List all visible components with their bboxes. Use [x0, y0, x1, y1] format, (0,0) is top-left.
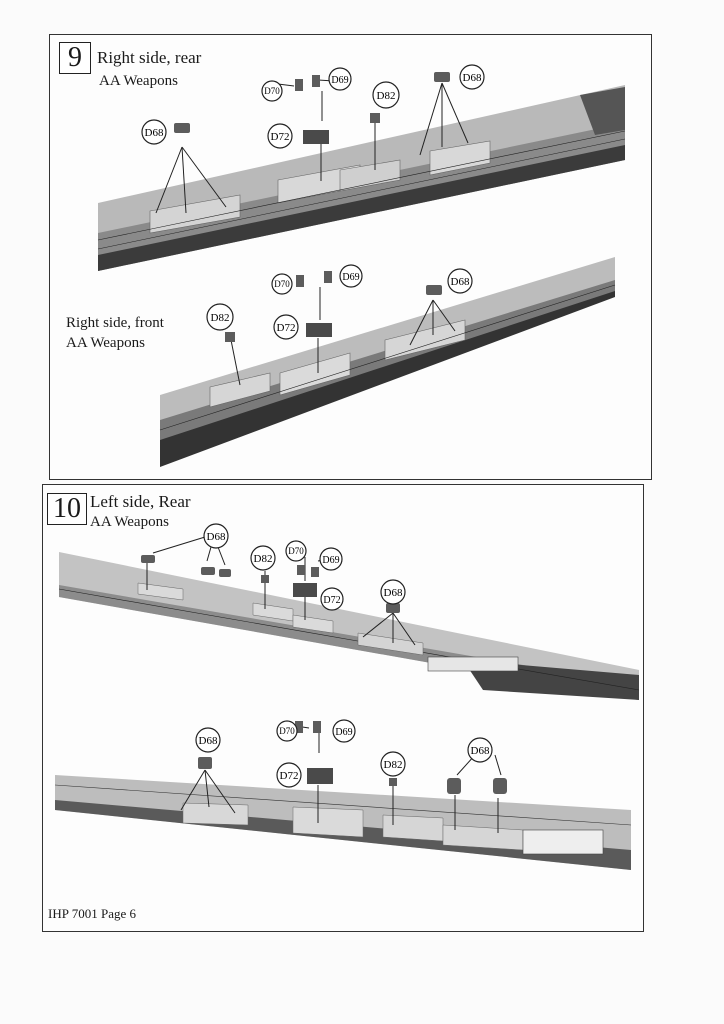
leader-lines-upper [155, 79, 469, 214]
hull-left-rear-lower [54, 775, 632, 870]
callout-d70-b: D70 [271, 273, 293, 295]
callout-d69-b: D69 [339, 264, 363, 288]
callout-d82-a: D82 [372, 81, 400, 109]
svg-text:D72: D72 [271, 131, 290, 143]
callout-d82-a: D82 [250, 545, 276, 571]
svg-text:D69: D69 [331, 75, 348, 86]
view-title-front: Right side, front [66, 315, 164, 331]
callout-d69-a: D69 [319, 547, 343, 571]
callout-d68-b: D68 [380, 579, 406, 605]
svg-text:D82: D82 [377, 90, 396, 102]
hull-rear-view [97, 85, 626, 271]
svg-text:D70: D70 [264, 86, 280, 96]
hull-left-rear-upper [58, 552, 640, 700]
svg-text:D68: D68 [463, 72, 482, 84]
callout-d72-a: D72 [320, 587, 344, 611]
callout-d69-b: D69 [332, 719, 356, 743]
callout-d82-b: D82 [206, 303, 234, 331]
svg-text:D82: D82 [254, 553, 273, 565]
gun-parts-upper [174, 72, 450, 144]
gun-parts-lower [225, 271, 442, 342]
callout-d72-b: D72 [273, 314, 299, 340]
svg-text:D70: D70 [274, 279, 290, 289]
step-10-illustration: D68 D82 D70 D69 D72 D68 D68 D70 [54, 523, 640, 870]
callout-d68-d: D68 [467, 737, 493, 763]
svg-text:D68: D68 [451, 276, 470, 288]
step-title: Right side, rear [97, 48, 202, 67]
svg-text:D72: D72 [323, 595, 340, 606]
hull-front-view [159, 257, 616, 467]
svg-text:D82: D82 [384, 759, 403, 771]
step-subtitle: AA Weapons [99, 73, 178, 89]
step-title: Left side, Rear [90, 492, 191, 511]
svg-text:D82: D82 [211, 312, 230, 324]
svg-text:D70: D70 [288, 546, 304, 556]
svg-text:D68: D68 [199, 735, 218, 747]
svg-text:D68: D68 [145, 127, 164, 139]
step-9-panel: 9 Right side, rear AA Weapons Right side… [49, 34, 652, 480]
callout-d70-a: D70 [261, 80, 283, 102]
step-9-illustration: D68 D70 D69 D72 D82 D68 D70 D69 [97, 64, 626, 467]
gun-parts-upper [141, 555, 400, 613]
svg-text:D69: D69 [322, 555, 339, 566]
callout-d82-b: D82 [380, 751, 406, 777]
callout-d68-a: D68 [203, 523, 229, 549]
callout-d72-b: D72 [276, 762, 302, 788]
svg-text:D72: D72 [280, 770, 299, 782]
callout-d68-b: D68 [459, 64, 485, 90]
svg-text:D68: D68 [207, 531, 226, 543]
svg-text:D70: D70 [279, 726, 295, 736]
callout-d69-a: D69 [328, 67, 352, 91]
leader-lines-lower [229, 287, 456, 386]
callout-d68-c: D68 [447, 268, 473, 294]
step-number: 9 [59, 42, 91, 74]
callout-d72-a: D72 [267, 123, 293, 149]
svg-text:D69: D69 [342, 272, 359, 283]
step-number: 10 [47, 493, 87, 525]
callout-d70-b: D70 [276, 720, 298, 742]
view-subtitle-front: AA Weapons [66, 335, 145, 351]
svg-text:D72: D72 [277, 322, 296, 334]
svg-text:D69: D69 [335, 727, 352, 738]
gun-parts-lower [198, 721, 507, 794]
callout-d68-c: D68 [195, 727, 221, 753]
callout-d70-a: D70 [285, 540, 307, 562]
step-10-panel: 10 Left side, Rear AA Weapons [42, 484, 644, 932]
svg-text:D68: D68 [384, 587, 403, 599]
svg-text:D68: D68 [471, 745, 490, 757]
callout-d68-a: D68 [141, 119, 167, 145]
step-subtitle: AA Weapons [90, 514, 169, 530]
page-footer: IHP 7001 Page 6 [48, 906, 136, 921]
